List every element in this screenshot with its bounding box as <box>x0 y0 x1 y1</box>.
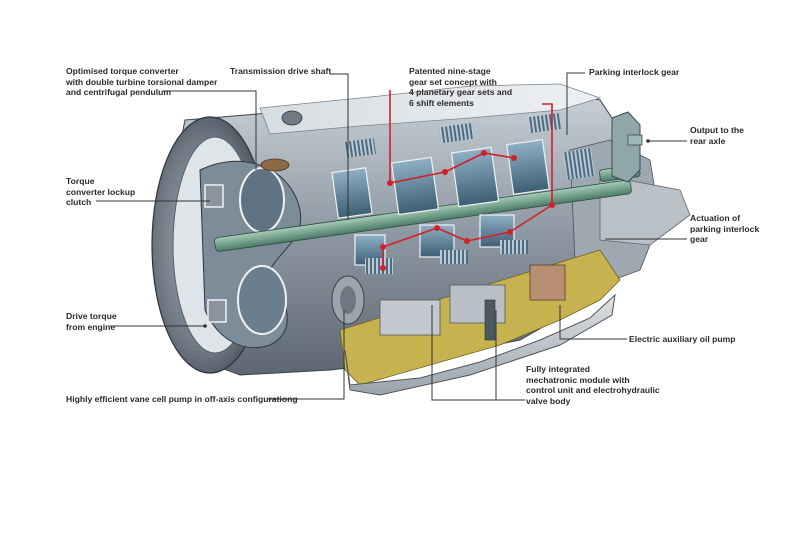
callout-line: gear set concept with <box>409 76 497 87</box>
callout-line: Parking interlock gear <box>589 67 680 77</box>
callout-line: Torque <box>66 176 95 186</box>
shift-element-marker <box>549 202 555 208</box>
shift-element-marker <box>507 229 513 235</box>
shift-element-marker <box>387 180 393 186</box>
callout-line: Output to the <box>690 125 744 135</box>
shift-element-marker <box>464 238 470 244</box>
leader-torque-converter <box>163 90 257 170</box>
shift-element-marker <box>442 169 448 175</box>
callout-line: clutch <box>66 197 92 208</box>
shift-element-marker <box>380 244 386 250</box>
callout-line: gear <box>690 234 709 245</box>
callout-line: control unit and electrohydraulic <box>526 385 660 396</box>
callout-torque-converter: Optimised torque converter with double t… <box>66 66 217 98</box>
callout-line: Highly efficient vane cell pump in off-a… <box>66 394 298 404</box>
callout-gear-set: Patented nine-stage gear set concept wit… <box>409 66 512 108</box>
callout-line: Fully integrated <box>526 364 590 374</box>
power-flow-path <box>380 90 555 271</box>
planetary-gear-sets <box>331 112 595 274</box>
callout-parking-gear: Parking interlock gear <box>589 67 679 78</box>
callout-line: Patented nine-stage <box>409 66 491 76</box>
callout-aux-pump: Electric auxiliary oil pump <box>629 334 736 345</box>
callout-line: valve body <box>526 395 571 406</box>
callout-drive-torque: Drive torque from engine <box>66 311 117 332</box>
callout-line: Transmission drive shaft <box>230 66 332 76</box>
leader-drive-shaft <box>330 73 349 220</box>
leader-vane-pump <box>268 310 345 400</box>
callout-parking-actuation: Actuation of parking interlock gear <box>690 213 759 245</box>
leader-aux-pump <box>559 305 627 340</box>
shift-element-marker <box>434 225 440 231</box>
callout-line: Drive torque <box>66 311 117 321</box>
callout-line: from engine <box>66 321 116 332</box>
callout-line: Optimised torque converter <box>66 66 179 76</box>
shift-element-marker <box>380 265 386 271</box>
callout-line: converter lockup <box>66 186 136 197</box>
callout-drive-shaft: Transmission drive shaft <box>230 66 331 77</box>
callout-line: with double turbine torsional damper <box>66 76 218 87</box>
callout-line: mechatronic module with <box>526 374 630 385</box>
shift-element-marker <box>481 150 487 156</box>
callout-line: Electric auxiliary oil pump <box>629 334 736 344</box>
callout-lockup-clutch: Torque converter lockup clutch <box>66 176 135 208</box>
callout-line: rear axle <box>690 135 726 146</box>
callout-line: 6 shift elements <box>409 97 474 108</box>
callout-mechatronic: Fully integrated mechatronic module with… <box>526 364 660 406</box>
callout-output: Output to the rear axle <box>690 125 744 146</box>
output-flange <box>611 111 643 183</box>
callout-line: 4 planetary gear sets and <box>409 87 513 98</box>
leader-mechatronic <box>431 305 525 401</box>
callout-vane-pump: Highly efficient vane cell pump in off-a… <box>66 394 298 405</box>
leader-dot <box>646 139 650 143</box>
callout-line: and centrifugal pendulum <box>66 87 172 98</box>
callout-line: parking interlock <box>690 223 760 234</box>
leader-parking-gear <box>566 72 585 135</box>
leader-dot <box>203 324 207 328</box>
shift-element-marker <box>511 155 517 161</box>
callout-line: Actuation of <box>690 213 741 223</box>
